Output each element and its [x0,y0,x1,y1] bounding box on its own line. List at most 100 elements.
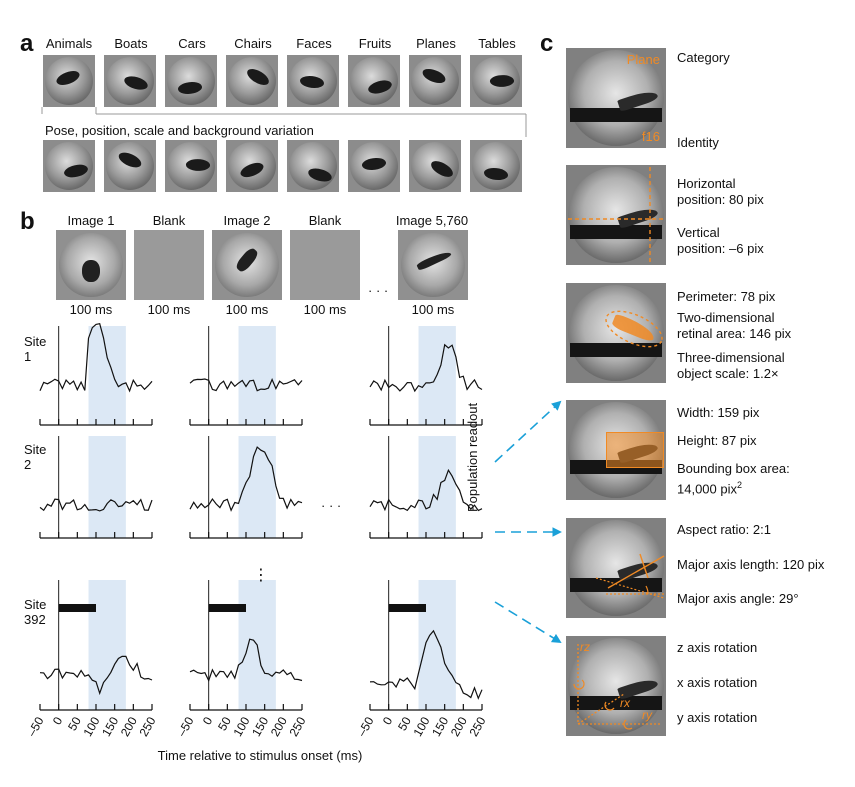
category-label-animals: Animals [45,36,93,51]
property-text-horizontal-position: Horizontal position: 80 pix [677,176,764,207]
response-trace [369,343,483,393]
x-tick-label: 150 [249,714,271,739]
rotation-axes-overlay [573,644,662,730]
thumbnail-image [226,55,278,107]
stimulus-duration-bar [58,604,96,612]
thumbnail-image [287,55,339,107]
property-text-aspect-ratio: Aspect ratio: 2:1 [677,522,771,537]
response-window-shade [418,580,456,710]
response-trace [39,498,153,512]
stimulus-label-image-1: Image 1 [67,213,115,228]
x-tick-label: 200 [268,714,290,739]
property-image-aspect [566,518,666,618]
stimulus-blank-2 [290,230,360,300]
thumbnail-image [165,55,217,107]
category-label-chairs: Chairs [234,36,272,51]
x-tick-label: 200 [118,714,140,739]
response-trace [369,629,483,700]
vertical-ellipsis: ⋮ [253,567,269,584]
x-axis-label: Time relative to stimulus onset (ms) [157,748,363,763]
arrow-to-width [494,400,562,463]
panel-c-letter: c [540,30,554,57]
readout-arrows [494,400,562,644]
x-tick-label: –50 [174,714,196,739]
thumbnail-image [43,55,95,107]
column-ellipsis: · · · [321,498,342,513]
site-label-2: Site 2 [24,442,47,472]
stimulus-ellipsis: · · · [368,283,389,298]
thumbnail-image [104,55,156,107]
stimulus-label-blank-2: Blank [308,213,342,228]
property-text-bounding-box-area: Bounding box area: 14,000 pix2 [677,461,790,497]
stimulus-label-blank-1: Blank [152,213,186,228]
property-text-major-axis-length: Major axis length: 120 pix [677,557,825,572]
category-label-fruits: Fruits [358,36,392,51]
x-tick-label: 150 [99,714,121,739]
stimulus-image-1 [56,230,126,300]
response-trace [39,323,153,393]
response-window-shade [88,436,126,538]
property-text-z-rotation: z axis rotation [677,640,758,655]
response-trace [369,468,483,512]
overlay-category-text: Plane [626,52,660,67]
category-label-planes: Planes [416,36,456,51]
stimulus-label-image-2: Image 2 [223,213,271,228]
property-text-retinal-area: Two-dimensional retinal area: 146 pix [677,310,792,341]
duration-label-4: 100 ms [303,302,347,317]
response-window-shade [238,326,276,425]
thumbnail-image [470,140,522,192]
property-image-position [566,165,666,265]
property-text-major-axis-angle: Major axis angle: 29° [677,591,799,606]
thumbnail-image [409,55,461,107]
stimulus-label-image-5760: Image 5,760 [395,213,469,228]
site-label-392: Site 392 [24,597,47,627]
thumbnail-image [226,140,278,192]
property-image-rotation: rz rx ry [566,636,666,736]
thumbnail-image [287,140,339,192]
stimulus-duration-bar [208,604,246,612]
panel-b-letter: b [20,208,35,235]
thumbnail-image [165,140,217,192]
property-text-x-rotation: x axis rotation [677,675,758,690]
duration-label-5: 100 ms [411,302,455,317]
x-tick-label: 150 [429,714,451,739]
x-tick-label: 100 [230,714,252,739]
property-text-height: Height: 87 pix [677,433,757,448]
thumbnail-image [409,140,461,192]
response-window-shade [88,580,126,710]
x-tick-label: 100 [410,714,432,739]
duration-label-1: 100 ms [69,302,113,317]
property-image-bounding-box [566,400,666,500]
thumbnail-image [470,55,522,107]
x-tick-label: 0 [50,714,66,727]
x-tick-label: –50 [24,714,46,739]
bounding-box-rect [606,432,664,468]
category-label-tables: Tables [478,36,516,51]
thumbnail-image [348,55,400,107]
variation-caption: Pose, position, scale and background var… [45,123,314,138]
property-text-perimeter: Perimeter: 78 pix [677,289,776,304]
arrow-to-rotation [494,601,562,644]
major-axis-overlay [595,553,665,599]
x-tick-label: 250 [466,714,488,739]
thumbnail-image [104,140,156,192]
x-tick-label: 250 [136,714,158,739]
x-tick-label: –50 [354,714,376,739]
response-trace [189,638,303,683]
panel-a-letter: a [20,30,34,57]
rotation-label-ry: ry [642,708,652,722]
property-text-y-rotation: y axis rotation [677,710,758,725]
thumbnail-image [43,140,95,192]
response-trace [39,655,153,696]
property-image-scale [566,283,666,383]
property-text-width: Width: 159 pix [677,405,760,420]
panel-a-connector-lines [41,107,527,137]
category-label-cars: Cars [178,36,206,51]
property-text-object-scale: Three-dimensional object scale: 1.2× [677,350,785,381]
category-label-faces: Faces [296,36,332,51]
x-tick-label: 200 [448,714,470,739]
site-label-1: Site 1 [24,334,47,364]
x-tick-label: 0 [380,714,396,727]
x-tick-label: 50 [395,714,414,733]
